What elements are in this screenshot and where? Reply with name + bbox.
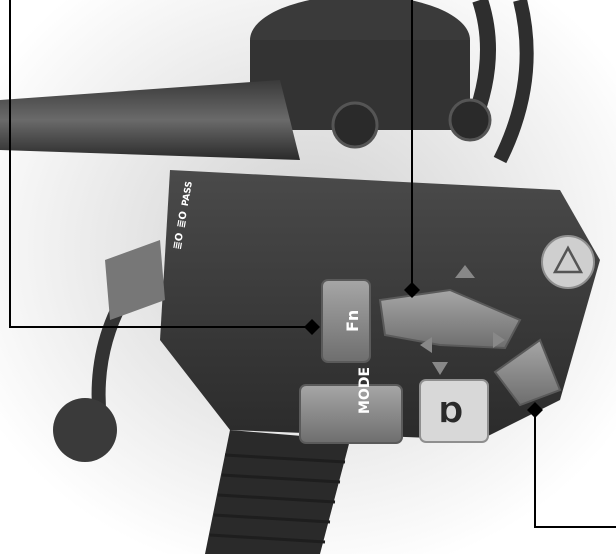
dimmer-label-3: PASS xyxy=(181,181,195,208)
dimmer-label-2: ≣O xyxy=(176,210,190,229)
hazard-button[interactable] xyxy=(541,235,595,289)
grip-ribs xyxy=(209,453,346,544)
turn-signal-switch[interactable] xyxy=(378,265,522,375)
hazard-warning-icon xyxy=(552,245,584,274)
dimmer-label-1: ≣O xyxy=(172,232,186,251)
horn-button[interactable]: Ɒ xyxy=(419,379,489,443)
callout-lines xyxy=(9,0,616,528)
callout-marker-turn-signal xyxy=(404,282,420,298)
lever xyxy=(105,240,165,320)
arrow-down-icon xyxy=(432,362,448,375)
fn-label: Fn xyxy=(343,310,362,332)
dimmer-labels: ≣O ≣O PASS xyxy=(172,181,195,251)
signal-cancel-button[interactable] xyxy=(493,338,562,407)
callout-markers xyxy=(304,282,543,418)
callout-marker-fn xyxy=(304,319,320,335)
arrow-up-icon xyxy=(455,265,475,278)
handlebar-tube xyxy=(0,80,300,160)
arrow-left-icon xyxy=(420,337,432,353)
horn-icon: Ɒ xyxy=(440,396,464,429)
mode-button[interactable]: MODE xyxy=(299,367,403,444)
callout-marker-cancel xyxy=(527,402,543,418)
callout-cancel xyxy=(534,410,616,528)
fn-button[interactable]: Fn xyxy=(321,279,371,363)
arrow-right-icon xyxy=(493,332,505,348)
mode-label: MODE xyxy=(357,367,373,414)
callout-fn xyxy=(9,0,308,328)
bar-end-weight xyxy=(53,398,117,462)
